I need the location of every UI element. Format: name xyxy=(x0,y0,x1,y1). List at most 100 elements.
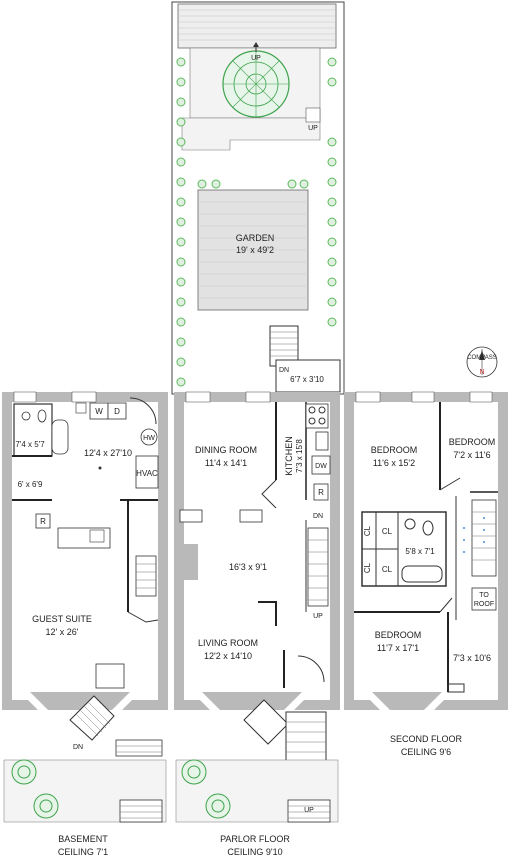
door-swing xyxy=(129,397,157,425)
guest-suite-dims: 12' x 26' xyxy=(46,627,79,637)
tub-icon xyxy=(401,565,443,583)
basement-street-stair xyxy=(119,799,163,823)
living-room-dims: 12'2 x 14'10 xyxy=(204,651,252,661)
kitchen-dims: 7'3 x 15'8 xyxy=(295,439,304,473)
fridge-icon xyxy=(35,513,51,529)
to-roof-2: ROOF xyxy=(474,601,494,608)
dryer-label: D xyxy=(114,407,120,416)
roof-stair xyxy=(471,587,497,611)
dining-room-dims: 11'4 x 14'1 xyxy=(205,458,247,468)
front-closet xyxy=(95,663,125,689)
basement-window xyxy=(71,391,97,403)
garden-stair-treads xyxy=(270,331,298,357)
toilet-icon xyxy=(37,409,47,423)
garden-area: UP UP GARDEN 19' x 49'2 xyxy=(171,1,345,395)
to-roof-1: TO xyxy=(479,592,489,599)
closet2-label: CL xyxy=(363,562,372,573)
basement-fridge-label: R xyxy=(40,517,46,526)
closet1-label: CL xyxy=(363,525,372,536)
parlor-stair-dn: DN xyxy=(313,513,323,520)
tub-icon xyxy=(51,419,69,455)
fireplace-icon xyxy=(239,509,263,523)
parlor-street-stair xyxy=(287,799,331,823)
basement-bay xyxy=(12,692,158,720)
parlor-ceiling: CEILING 9'10 xyxy=(227,847,282,857)
parlor-title: PARLOR FLOOR xyxy=(220,834,290,844)
bedroom1-name: BEDROOM xyxy=(371,445,418,455)
kitchenette-sink-icon xyxy=(89,529,105,543)
closet3-label: CL xyxy=(382,527,393,536)
compass-icon xyxy=(466,346,498,378)
garden-deck xyxy=(177,3,337,49)
garden-dims: 19' x 49'2 xyxy=(236,245,274,255)
bedroom2-dims: 7'2 x 11'6 xyxy=(453,450,490,460)
parlor-front-up-2: UP xyxy=(304,807,314,814)
basement-small-dims: 6' x 6'9 xyxy=(18,480,43,489)
garden-side-steps xyxy=(305,107,321,123)
garden-up-top: UP xyxy=(251,55,261,62)
parlor-stair-up: UP xyxy=(313,613,323,620)
compass-label: COMPASS xyxy=(467,355,497,361)
dining-room-name: DINING ROOM xyxy=(195,445,257,455)
hw-label: HW xyxy=(143,435,155,442)
garden-shrubs xyxy=(176,57,337,387)
hvac-unit xyxy=(135,455,159,489)
second-bath-dims: 5'8 x 7'1 xyxy=(405,547,435,556)
basement-title: BASEMENT xyxy=(58,834,108,844)
second-floor-plan: COMPASS N BEDROOM 11'6 x 15'2 BEDROOM 7'… xyxy=(344,346,508,757)
garden-stair-dims: 6'7 x 3'10 xyxy=(290,375,324,384)
parlor-window xyxy=(245,391,271,403)
bedroom3-name: BEDROOM xyxy=(375,630,422,640)
second-window xyxy=(469,391,493,403)
compass-north: N xyxy=(479,369,484,376)
garden-label: GARDEN xyxy=(236,233,275,243)
sink-icon xyxy=(404,518,416,530)
utility-sink-icon xyxy=(75,402,87,414)
second-hall-dims: 7'3 x 10'6 xyxy=(453,653,491,663)
garden-up-side: UP xyxy=(308,125,318,132)
sink-icon xyxy=(21,411,31,421)
chimney-breast xyxy=(184,544,198,580)
deck-boards xyxy=(178,9,336,41)
second-window xyxy=(355,391,381,403)
basement-bath-dims: 7'4 x 5'7 xyxy=(15,440,45,449)
basement-areaway-stair xyxy=(115,739,163,757)
bedroom3-dims: 11'7 x 17'1 xyxy=(377,643,419,653)
basement-stair-dn: DN xyxy=(73,744,83,751)
closet4-label: CL xyxy=(382,565,393,574)
dishwasher-label: DW xyxy=(315,463,327,470)
patio-bricks xyxy=(198,201,308,299)
fireplace-icon xyxy=(179,509,203,523)
bedroom1-dims: 11'6 x 15'2 xyxy=(373,458,415,468)
kitchen-sink-icon xyxy=(315,431,329,451)
parlor-hall-dims: 16'3 x 9'1 xyxy=(229,562,267,572)
second-ceiling: CEILING 9'6 xyxy=(401,747,451,757)
basement-ceiling: CEILING 7'1 xyxy=(58,847,108,857)
garden-stair-dn: DN xyxy=(279,367,289,374)
kitchen-name: KITCHEN xyxy=(284,436,294,476)
water-heater-icon xyxy=(140,428,158,446)
parlor-plan: DINING ROOM 11'4 x 14'1 DW R KITCHEN 7'3… xyxy=(174,391,340,857)
bush-icon xyxy=(11,759,59,819)
parlor-window xyxy=(185,391,211,403)
basement-front-stair xyxy=(69,695,115,741)
washer-label: W xyxy=(95,407,103,416)
guest-suite-name: GUEST SUITE xyxy=(32,614,92,624)
up-arrow-head-icon xyxy=(253,42,259,47)
basement-plan: 7'4 x 5'7 W D HW 12'4 x 27'10 HVAC 6' x … xyxy=(2,391,168,857)
dishwasher-icon xyxy=(311,455,331,475)
hvac-label: HVAC xyxy=(136,469,158,478)
fridge-icon xyxy=(313,483,329,501)
garden-tree-icon xyxy=(222,50,290,118)
basement-window xyxy=(13,391,37,403)
parlor-stair xyxy=(307,527,329,607)
second-window xyxy=(411,391,435,403)
basement-main-dims: 12'4 x 27'10 xyxy=(84,448,132,458)
bedroom2-name: BEDROOM xyxy=(449,437,496,447)
parlor-fridge-label: R xyxy=(318,488,324,497)
range-icon xyxy=(305,403,329,429)
second-stair xyxy=(471,499,497,577)
basement-stair xyxy=(135,555,157,597)
